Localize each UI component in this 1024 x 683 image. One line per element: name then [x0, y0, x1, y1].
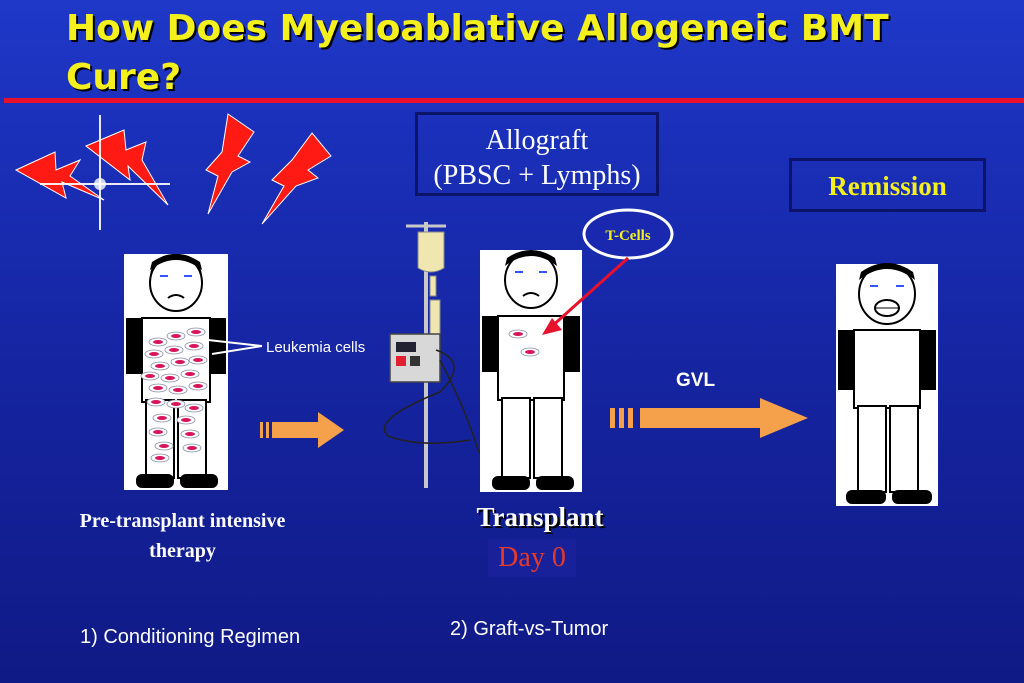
pretransplant-caption-line1: Pre-transplant intensive: [79, 510, 286, 532]
gvl-arrow: [610, 398, 808, 438]
tcells-pointer-arrow: [542, 256, 630, 335]
day0-label: Day 0: [488, 539, 576, 577]
leukemia-cells-label: Leukemia cells: [266, 339, 365, 356]
leukemia-pointer: [207, 339, 263, 355]
progress-arrow-1: [260, 412, 344, 448]
lightning-bolt-icon: [14, 151, 105, 201]
allograft-sublabel: (PBSC + Lymphs): [433, 160, 641, 191]
pretransplant-caption: Pre-transplant intensive therapy: [40, 506, 325, 566]
slide-title: How Does Myeloablative Allogeneic BMT Cu…: [66, 8, 889, 98]
conditioning-regimen-label: 1) Conditioning Regimen: [80, 626, 301, 648]
tcells-label: T-Cells: [605, 228, 650, 244]
remission-box: Remission: [789, 158, 986, 212]
lens-flare: [40, 115, 170, 230]
gvl-label: GVL: [676, 370, 715, 391]
remission-label: Remission: [828, 171, 947, 201]
allograft-box: Allograft (PBSC + Lymphs): [415, 112, 659, 196]
patient-figure-pretransplant: [124, 254, 228, 490]
allograft-label: Allograft: [485, 125, 589, 156]
graft-vs-tumor-label: 2) Graft-vs-Tumor: [450, 618, 609, 640]
iv-pump-icon: [383, 222, 488, 491]
patient-figure-remission: [836, 263, 938, 506]
pretransplant-caption-line2: therapy: [149, 540, 216, 562]
lightning-bolt-icon: [261, 132, 332, 225]
transplant-label: Transplant: [476, 502, 604, 532]
lightning-bolt-icon: [205, 113, 255, 215]
lightning-bolt-icon: [85, 129, 169, 206]
patient-figure-transplant: [480, 250, 582, 492]
title-divider: [4, 98, 1024, 103]
